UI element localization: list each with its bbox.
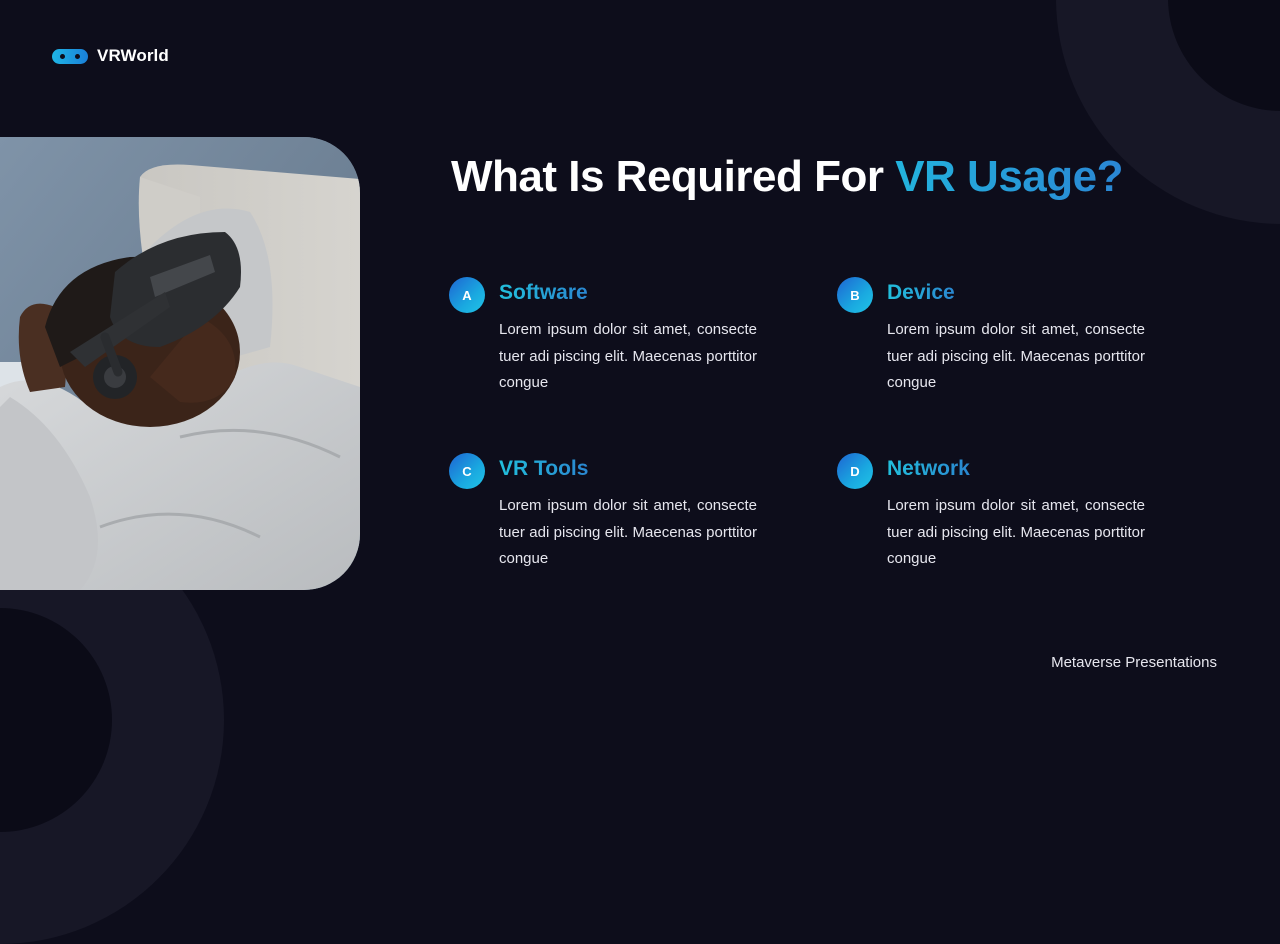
item-title: Software <box>499 281 588 304</box>
item-title: Network <box>887 457 970 480</box>
vr-user-photo <box>0 137 360 590</box>
item-title: VR Tools <box>499 457 589 480</box>
letter-badge-icon: C <box>449 453 485 489</box>
page-title-prefix: What Is Required For <box>451 152 896 201</box>
letter-badge-icon: A <box>449 277 485 313</box>
item-title: Device <box>887 281 955 304</box>
item-description: Lorem ipsum dolor sit amet, consecte tue… <box>499 497 757 567</box>
vr-headset-pill-icon <box>52 48 88 64</box>
brand-logo: VRWorld <box>52 46 169 66</box>
brand-name: VRWorld <box>97 46 169 65</box>
page-title: What Is Required For VR Usage? <box>451 152 1123 202</box>
item-description: Lorem ipsum dolor sit amet, consecte tue… <box>499 321 757 391</box>
page-title-accent: VR Usage? <box>895 152 1123 201</box>
item-description: Lorem ipsum dolor sit amet, consecte tue… <box>887 497 1145 567</box>
footer-label: Metaverse Presentations <box>1051 654 1217 671</box>
letter-badge-icon: D <box>837 453 873 489</box>
letter-badge-icon: B <box>837 277 873 313</box>
item-description: Lorem ipsum dolor sit amet, consecte tue… <box>887 321 1145 391</box>
